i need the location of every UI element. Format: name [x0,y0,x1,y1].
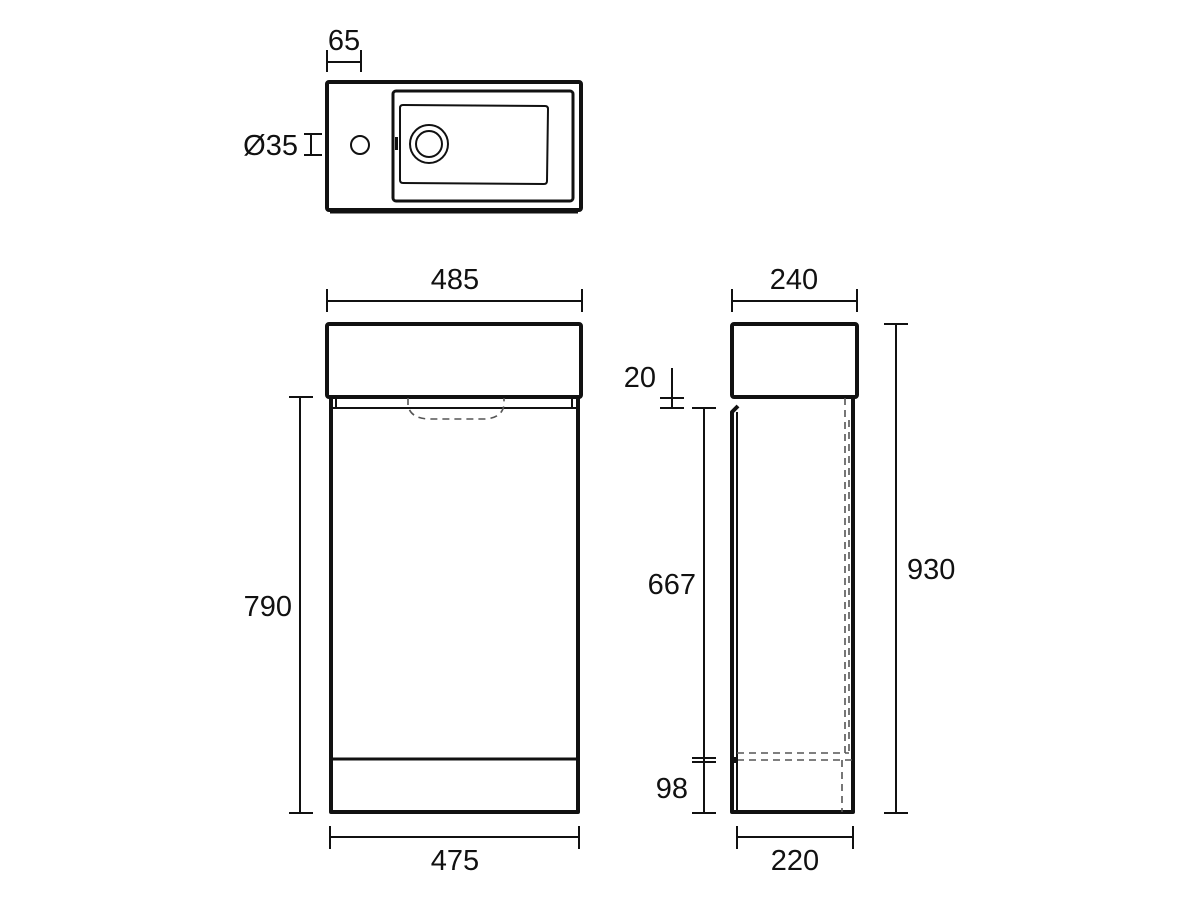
label-cabinet-height: 790 [244,591,292,623]
label-basin-depth: 240 [770,264,818,296]
side-view: 240 20 667 98 930 [624,264,956,877]
bowl-inner [399,103,550,186]
label-overall-height: 930 [907,554,955,586]
cabinet-side [730,397,855,814]
label-cabinet-width: 475 [431,845,479,877]
label-tap-offset: 65 [328,25,360,57]
overflow-slot [395,137,398,150]
plan-view: 65 Ø35 [243,25,583,214]
label-plinth-height: 98 [656,773,688,805]
basin-plan-outline [325,80,583,212]
hinge-marker [731,757,738,763]
cabinet-front [329,397,580,814]
tap-hole-icon [350,135,370,155]
basin-side [730,322,859,399]
label-cabinet-depth: 220 [771,845,819,877]
label-basin-width: 485 [431,264,479,296]
drain-outer-icon [409,124,449,164]
label-gap: 20 [624,362,656,394]
bowl-outer [391,89,575,203]
basin-front [325,322,583,399]
hidden-bowl-outline [407,398,505,420]
drain-inner-icon [415,130,443,158]
label-tap-diameter: Ø35 [243,130,298,162]
front-view: 485 790 475 [244,264,583,877]
label-door-height: 667 [648,569,696,601]
